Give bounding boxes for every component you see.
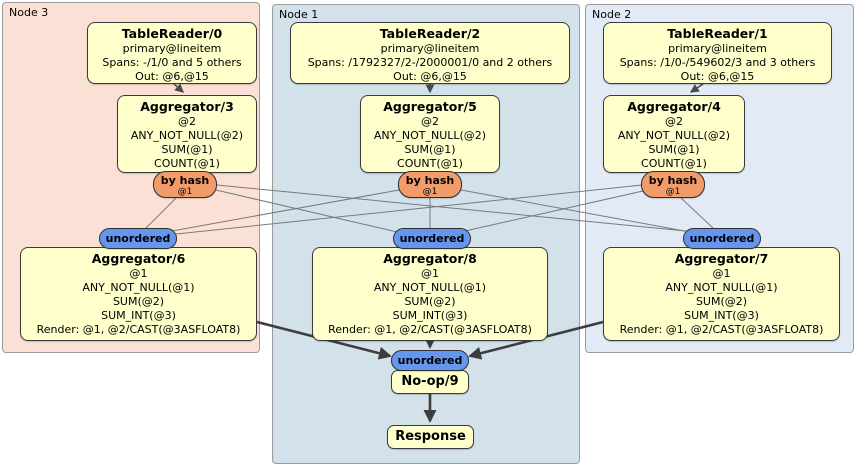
- processor-spans: Spans: /1/0-/549602/3 and 3 others: [619, 56, 816, 69]
- processor-title: TableReader/0: [121, 26, 223, 41]
- agg-group-cols: @1: [129, 267, 148, 280]
- agg-expr: SUM_INT(@3): [101, 309, 176, 322]
- agg-expr: ANY_NOT_NULL(@1): [373, 281, 487, 294]
- router-by-hash-node2: by hash @1: [641, 171, 705, 198]
- edge-hash1-sync3: [171, 189, 400, 232]
- router-key: @1: [665, 187, 681, 197]
- processor-out: Out: @6,@15: [393, 70, 467, 83]
- edge-hash2-sync3: [175, 184, 643, 235]
- response-label: Response: [395, 429, 466, 444]
- sync-label: unordered: [399, 232, 465, 245]
- edge-hash3-sync1: [215, 189, 398, 233]
- processor-title: Aggregator/3: [140, 99, 234, 114]
- processor-index: primary@lineitem: [380, 42, 480, 55]
- sync-unordered-node1: unordered: [393, 228, 471, 249]
- processor-title: TableReader/2: [379, 26, 481, 41]
- processor-aggregator-8: Aggregator/8 @1 ANY_NOT_NULL(@1) SUM(@2)…: [312, 247, 548, 341]
- agg-expr: SUM_INT(@3): [392, 309, 468, 322]
- agg-expr: ANY_NOT_NULL(@2): [617, 129, 731, 142]
- node-label-2: Node 2: [592, 8, 632, 21]
- processor-title: Aggregator/5: [383, 99, 477, 114]
- edge-tr1-agg4: [689, 83, 704, 93]
- agg-expr: COUNT(@1): [641, 157, 707, 170]
- agg-expr: SUM(@2): [112, 295, 165, 308]
- agg-group-cols: @1: [421, 267, 439, 280]
- agg-expr: SUM_INT(@3): [684, 309, 759, 322]
- processor-aggregator-7: Aggregator/7 @1 ANY_NOT_NULL(@1) SUM(@2)…: [603, 247, 840, 341]
- processor-tablereader-0: TableReader/0 primary@lineitem Spans: -/…: [87, 22, 257, 84]
- router-key: @1: [177, 187, 193, 197]
- agg-expr: SUM(@2): [695, 295, 748, 308]
- response-box: Response: [387, 425, 474, 449]
- processor-aggregator-6: Aggregator/6 @1 ANY_NOT_NULL(@1) SUM(@2)…: [20, 247, 257, 341]
- reader-to-aggregator-edges: [173, 83, 704, 94]
- processor-title: Aggregator/4: [627, 99, 721, 114]
- sync-unordered-node2: unordered: [683, 228, 761, 249]
- agg-group-cols: @2: [665, 115, 683, 128]
- edge-hash1-sync2: [460, 189, 691, 233]
- agg-group-cols: @2: [178, 115, 196, 128]
- processor-spans: Spans: -/1/0 and 5 others: [102, 56, 242, 69]
- processor-aggregator-5: Aggregator/5 @2 ANY_NOT_NULL(@2) SUM(@1)…: [360, 95, 500, 173]
- agg-group-cols: @2: [421, 115, 439, 128]
- hash-distribution-edges: [145, 184, 714, 235]
- agg-render: Render: @1, @2/CAST(@3ASFLOAT8): [619, 323, 824, 336]
- edge-hash3-sync2: [216, 184, 687, 232]
- agg-expr: SUM(@1): [648, 143, 700, 156]
- sync-label: unordered: [397, 354, 463, 367]
- processor-index: primary@lineitem: [122, 42, 222, 55]
- sync-label: unordered: [689, 232, 755, 245]
- agg-render: Render: @1, @2/CAST(@3ASFLOAT8): [328, 323, 532, 336]
- processor-out: Out: @6,@15: [135, 70, 209, 83]
- sync-unordered-node3: unordered: [99, 228, 177, 249]
- sync-unordered-final: unordered: [391, 350, 469, 371]
- processor-spans: Spans: /1792327/2-/2000001/0 and 2 other…: [307, 56, 553, 69]
- processor-title: Aggregator/6: [91, 251, 186, 266]
- processor-title: No-op/9: [401, 374, 459, 389]
- edge-hash2-sync1: [464, 190, 644, 232]
- agg-expr: SUM(@2): [404, 295, 456, 308]
- router-label: by hash: [648, 174, 698, 187]
- processor-tablereader-2: TableReader/2 primary@lineitem Spans: /1…: [290, 22, 570, 84]
- processor-aggregator-4: Aggregator/4 @2 ANY_NOT_NULL(@2) SUM(@1)…: [603, 95, 745, 173]
- router-label: by hash: [160, 174, 210, 187]
- node-label-1: Node 1: [279, 8, 319, 21]
- agg-expr: ANY_NOT_NULL(@1): [82, 281, 195, 294]
- edge-hash3-sync3: [145, 197, 177, 229]
- processor-noop-9: No-op/9: [391, 370, 469, 394]
- agg-expr: COUNT(@1): [154, 157, 220, 170]
- processor-out: Out: @6,@15: [680, 70, 755, 83]
- agg-expr: SUM(@1): [404, 143, 456, 156]
- node-label-3: Node 3: [9, 6, 49, 19]
- agg-expr: ANY_NOT_NULL(@1): [665, 281, 778, 294]
- router-label: by hash: [405, 174, 455, 187]
- processor-title: Aggregator/8: [383, 251, 477, 266]
- edge-tr0-agg3: [173, 83, 185, 93]
- agg-expr: ANY_NOT_NULL(@2): [373, 129, 487, 142]
- agg-expr: COUNT(@1): [397, 157, 463, 170]
- router-key: @1: [422, 187, 438, 197]
- edge-hash2-sync2: [680, 197, 714, 229]
- router-by-hash-node1: by hash @1: [398, 171, 462, 198]
- processor-aggregator-3: Aggregator/3 @2 ANY_NOT_NULL(@2) SUM(@1)…: [117, 95, 257, 173]
- processor-title: TableReader/1: [667, 26, 768, 41]
- agg-group-cols: @1: [712, 267, 731, 280]
- processor-tablereader-1: TableReader/1 primary@lineitem Spans: /1…: [603, 22, 832, 84]
- agg-expr: SUM(@1): [161, 143, 213, 156]
- processor-index: primary@lineitem: [668, 42, 767, 55]
- agg-expr: ANY_NOT_NULL(@2): [130, 129, 244, 142]
- agg-render: Render: @1, @2/CAST(@3ASFLOAT8): [36, 323, 241, 336]
- router-by-hash-node3: by hash @1: [153, 171, 217, 198]
- sync-label: unordered: [105, 232, 171, 245]
- processor-title: Aggregator/7: [674, 251, 769, 266]
